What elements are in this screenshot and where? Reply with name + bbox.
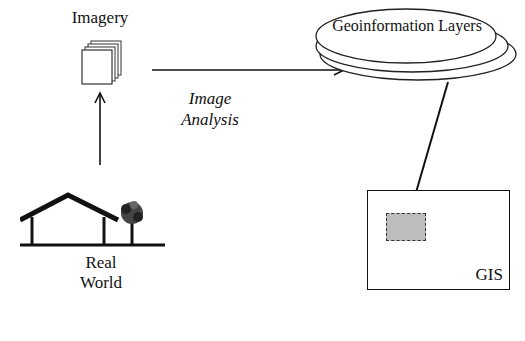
layer-ellipses <box>314 4 522 84</box>
arrow-connector <box>95 93 105 165</box>
node-label: GIS <box>476 265 503 285</box>
gis-box: GIS <box>367 190 510 290</box>
node-label: Geoinformation Layers <box>327 16 487 36</box>
imagery-stack: Imagery <box>50 4 150 92</box>
house-tree-illustration <box>20 165 180 255</box>
node-label: Imagery <box>50 8 150 28</box>
arrow-connector <box>152 65 344 75</box>
dashed-feature <box>386 213 426 241</box>
node-label: Real World <box>70 253 132 293</box>
real-world-scene: Real World <box>20 165 180 295</box>
layer-ellipses: Geoinformation Layers <box>314 4 522 84</box>
edge-label: Image Analysis <box>170 88 250 130</box>
